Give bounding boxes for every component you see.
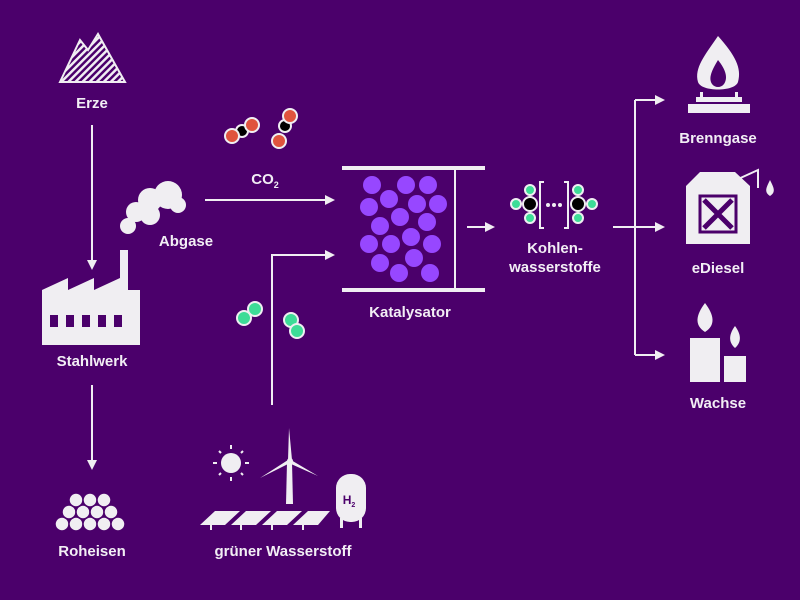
gas-flame-icon bbox=[688, 36, 750, 113]
hydrocarbons-label-line2: wasserstoffe bbox=[508, 259, 601, 276]
smoke-cloud-icon bbox=[120, 181, 186, 234]
h2-tank-label: H2 bbox=[343, 493, 356, 509]
ediesel-label: eDiesel bbox=[692, 260, 745, 277]
exhaust-label: Abgase bbox=[159, 233, 213, 250]
candles-icon bbox=[690, 303, 746, 382]
hydrocarbons-label-line1: Kohlen- bbox=[527, 240, 583, 257]
factory-icon bbox=[42, 250, 140, 345]
solar-panels-icon bbox=[200, 511, 330, 530]
h2-molecule-icon bbox=[236, 301, 305, 339]
wind-turbine-icon bbox=[260, 428, 318, 504]
ore-label: Erze bbox=[76, 95, 108, 112]
arrow-hydrogen-to-catalyst bbox=[271, 250, 335, 405]
hydrocarbon-molecule-icon bbox=[510, 181, 598, 229]
co2-molecule-icon bbox=[224, 108, 298, 149]
ore-mountain-icon bbox=[58, 32, 127, 83]
catalyst-reactor-icon bbox=[342, 166, 485, 292]
sun-icon bbox=[213, 445, 249, 481]
waxes-label: Wachse bbox=[690, 395, 746, 412]
steel-plant-label: Stahlwerk bbox=[57, 353, 129, 370]
green-hydrogen-label: grüner Wasserstoff bbox=[215, 543, 353, 560]
hydrogen-tank-icon bbox=[336, 474, 366, 528]
co2-label: CO2 bbox=[251, 171, 279, 190]
fuel-gas-label: Brenngase bbox=[679, 130, 757, 147]
pig-iron-label: Roheisen bbox=[58, 543, 126, 560]
fuel-canister-icon bbox=[686, 168, 774, 244]
pig-iron-pile-icon bbox=[54, 492, 126, 532]
catalyst-label: Katalysator bbox=[369, 304, 451, 321]
